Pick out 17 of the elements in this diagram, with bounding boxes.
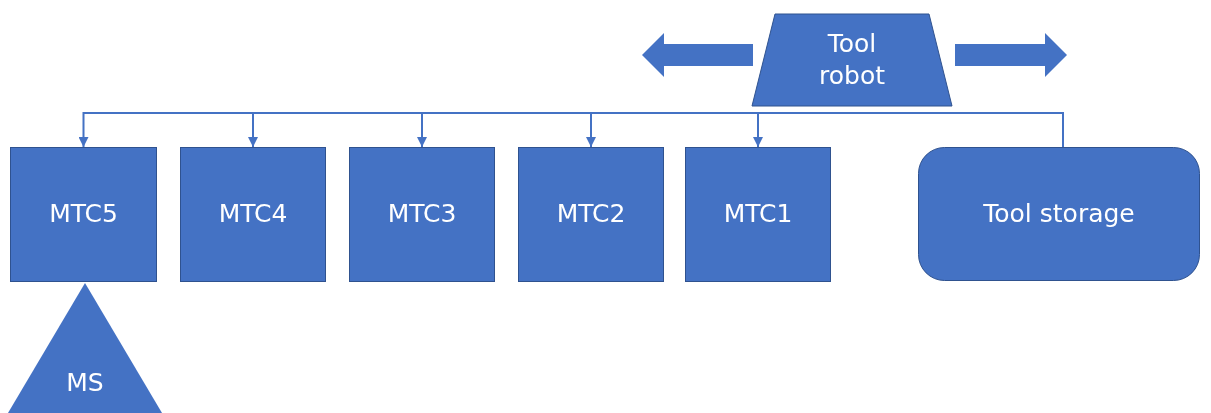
process-box xyxy=(518,147,664,282)
node-label: MTC4 xyxy=(218,198,288,231)
process-box xyxy=(685,147,831,282)
triangle-node xyxy=(8,283,162,413)
node-label: MTC2 xyxy=(556,198,626,231)
process-box xyxy=(10,147,157,282)
node-label: MS xyxy=(66,366,104,399)
node-label: MTC3 xyxy=(387,198,457,231)
process-box xyxy=(180,147,326,282)
rounded-box xyxy=(918,147,1200,281)
process-box xyxy=(349,147,495,282)
node-label: Tool storage xyxy=(983,197,1135,230)
node-label: Tool robot xyxy=(818,27,886,92)
node-label: MTC5 xyxy=(49,198,118,231)
node-label: MTC1 xyxy=(723,198,793,231)
trapezoid-node xyxy=(752,14,952,106)
connector-arrow xyxy=(78,112,1064,148)
